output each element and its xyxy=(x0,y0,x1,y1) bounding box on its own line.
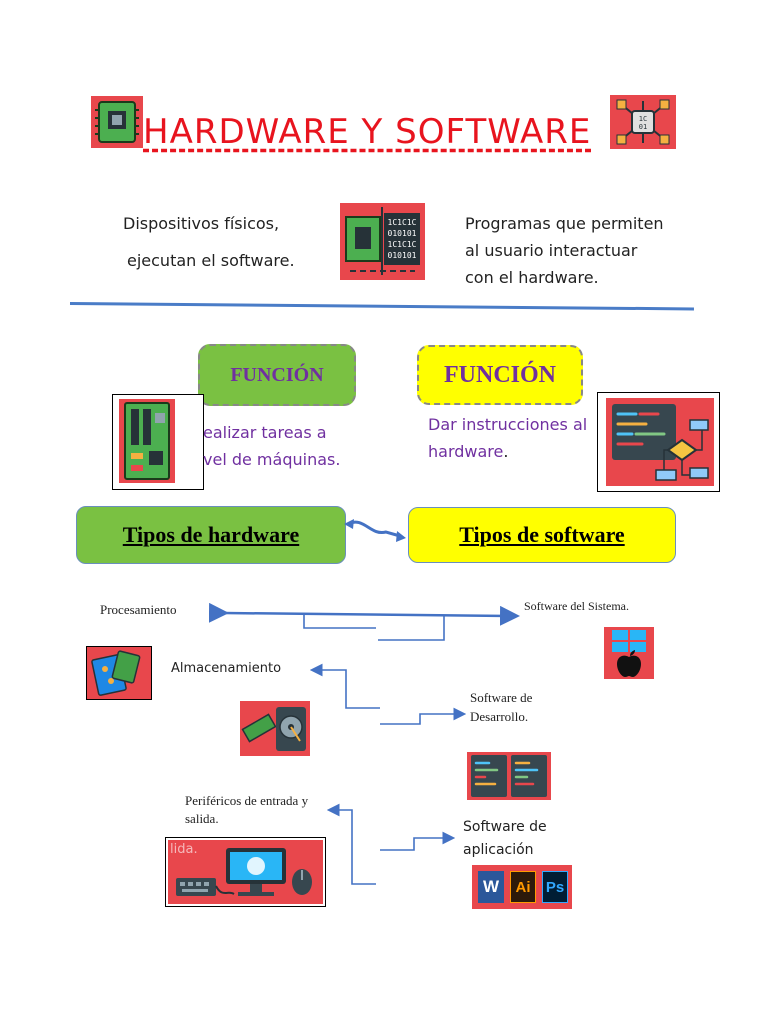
svg-text:1C: 1C xyxy=(639,115,647,123)
software-type-desarrollo-line1: Software de xyxy=(470,690,533,705)
motherboard-image xyxy=(112,394,204,490)
software-description-line3: con el hardware. xyxy=(465,268,599,287)
hardware-type-perifericos-line1: Periféricos de entrada y xyxy=(185,793,309,808)
software-type-aplicacion-line1: Software de xyxy=(463,819,547,835)
software-function-label: FUNCIÓN xyxy=(417,345,583,405)
hardware-type-almacenamiento: Almacenamiento xyxy=(171,661,282,676)
code-editor-icon xyxy=(467,752,551,800)
software-function-text-line1: Dar instrucciones al xyxy=(428,415,588,434)
software-type-desarrollo-line2: Desarrollo. xyxy=(470,709,529,724)
flowchart-code-image xyxy=(597,392,720,492)
hardware-type-perifericos-line2: salida. xyxy=(185,811,219,826)
word-icon: W xyxy=(478,871,504,903)
svg-text:01: 01 xyxy=(639,123,647,131)
chip-code-line: 1C1C1C xyxy=(388,218,417,227)
photoshop-icon: Ps xyxy=(542,871,568,903)
hardware-function-label: FUNCIÓN xyxy=(198,344,356,406)
software-function-text-period: . xyxy=(503,442,509,461)
hardware-chip-icon xyxy=(91,96,143,148)
page-title: HARDWARE Y SOFTWARE xyxy=(143,112,592,152)
software-description-line1: Programas que permiten xyxy=(465,214,664,233)
hardware-types-heading: Tipos de hardware xyxy=(76,506,346,564)
connector-arrow xyxy=(342,516,408,546)
app-icons-group: W Ai Ps xyxy=(472,865,572,909)
software-description-line2: al usuario interactuar xyxy=(465,241,638,260)
hardware-function-text-line2: vel de máquinas. xyxy=(203,450,341,469)
hardware-description-line2: ejecutan el software. xyxy=(127,251,295,270)
software-types-heading: Tipos de software xyxy=(408,507,676,563)
chip-code-line: 010101 xyxy=(388,251,417,260)
software-function-text-line2: hardware. xyxy=(428,438,508,466)
illustrator-icon: Ai xyxy=(510,871,536,903)
peripherals-image: lida. xyxy=(165,837,326,907)
ram-hdd-icon xyxy=(240,701,310,756)
software-network-icon: 1C 01 xyxy=(610,95,676,149)
peripherals-image-caption: lida. xyxy=(170,842,198,857)
storage-card-icon xyxy=(86,646,152,700)
chip-code-line: 010101 xyxy=(388,229,417,238)
hardware-description-line1: Dispositivos físicos, xyxy=(123,214,280,233)
chip-code-line: 1C1C1C xyxy=(388,240,417,249)
software-function-text-word: hardware xyxy=(428,442,504,461)
software-type-aplicacion-line2: aplicación xyxy=(463,842,534,858)
software-type-sistema: Software del Sistema. xyxy=(524,599,629,613)
chip-binary-icon: 1C1C1C 010101 1C1C1C 010101 xyxy=(340,203,425,280)
hardware-function-text-line1: ealizar tareas a xyxy=(203,423,327,442)
os-logos-icon xyxy=(604,627,654,679)
hardware-type-procesamiento: Procesamiento xyxy=(100,602,177,617)
